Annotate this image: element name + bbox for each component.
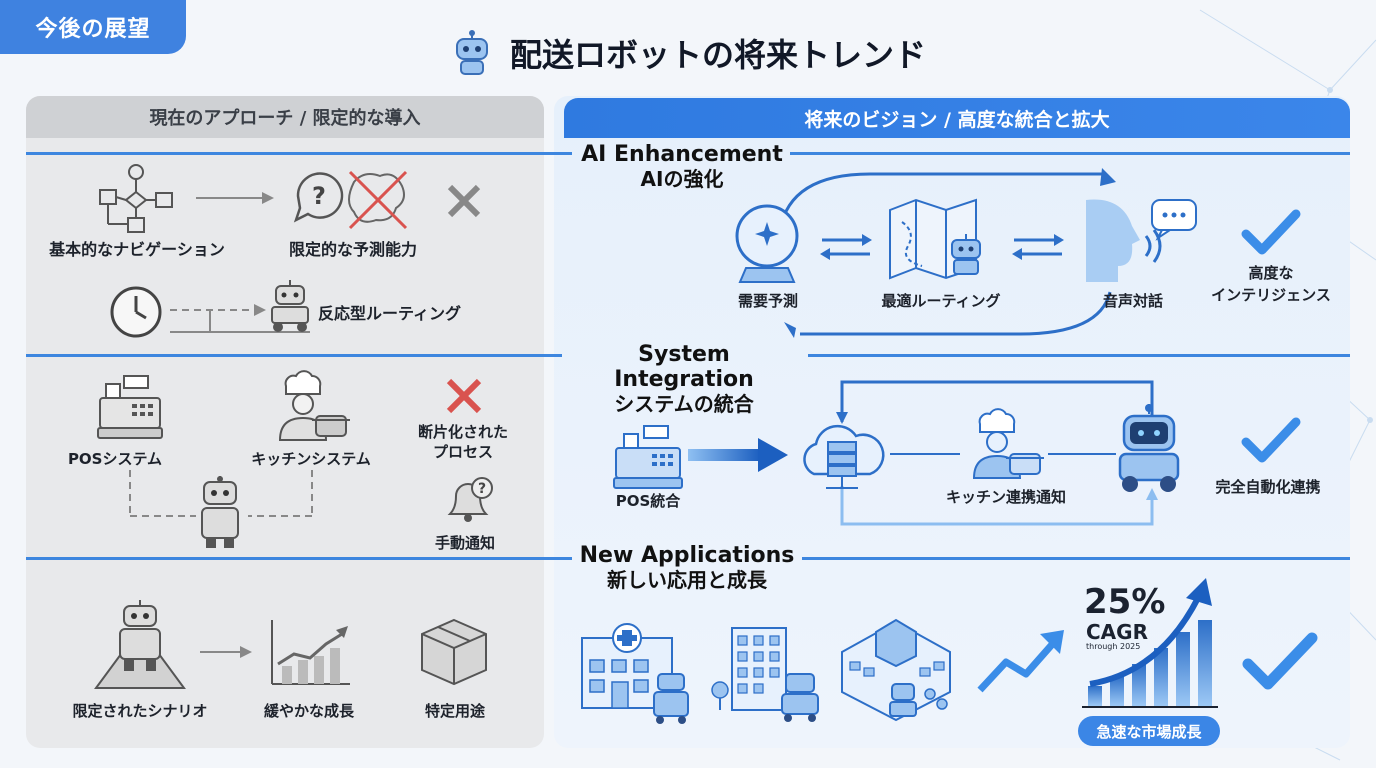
robot-icon [201,476,239,548]
check-icon [1242,632,1318,690]
bell-icon: ? [447,477,493,522]
deny-x-icon [447,184,481,218]
label-kitchen-system: キッチンシステム [251,450,371,468]
label-advanced-intelligence: 高度な インテリジェンス [1211,264,1331,304]
divider-line [26,152,572,155]
label-specific-use: 特定用途 [424,702,485,720]
trend-arrow-icon [977,630,1064,693]
arrow-icon [200,646,252,658]
dashed-connector [129,470,313,517]
left-panel-header: 現在のアプローチ / 限定的な導入 [26,96,544,138]
voice-dialog-icon [1086,199,1197,282]
label-basic-navigation: 基本的なナビゲーション [49,240,225,259]
divider-line [26,557,572,560]
label-fragmented-process: 断片化された プロセス [417,423,508,461]
system-loop-arrows [836,380,1158,526]
package-box-icon [421,618,487,686]
cagr-value: 25% [1084,582,1166,622]
robot-icon [455,30,488,75]
robot-icon [1118,404,1180,492]
right-panel [554,96,1350,748]
label-pos-system: POSシステム [67,450,163,468]
bidirectional-arrow-icon [820,234,872,260]
label-reactive-routing: 反応型ルーティング [318,304,462,323]
label-optimal-routing: 最適ルーティング [881,292,1001,310]
chef-icon [278,370,350,441]
pos-register-icon [97,375,163,439]
section-ai-title: AI Enhancement AIの強化 [581,142,783,191]
flow-arrow-icon [688,438,788,472]
svg-text:?: ? [478,481,486,497]
right-panel-header: 将来のビジョン / 高度な統合と拡大 [564,98,1350,138]
market-growth-badge: 急速な市場成長 [1078,716,1220,746]
question-brain-crossed-icon: ? [293,170,408,230]
check-icon [1241,209,1301,255]
chef-icon [972,408,1044,479]
market-growth-chart [1082,578,1218,708]
crystal-ball-icon [735,204,799,283]
divider-line [26,354,562,357]
cloud-server-icon [803,424,885,489]
label-limited-prediction: 限定的な予測能力 [288,240,417,259]
divider-line [802,557,1350,560]
cagr-through: through 2025 [1086,642,1141,651]
cagr-label: CAGR [1086,620,1148,644]
office-building-robot-icon [711,627,819,722]
label-full-automation: 完全自動化連携 [1215,478,1321,496]
deny-x-icon [446,378,482,414]
label-pos-integration: POS統合 [615,492,681,510]
section-apps-title: New Applications 新しい応用と成長 [579,543,795,592]
check-icon [1241,417,1301,463]
label-demand-forecast: 需要予測 [737,292,798,310]
robot-cart-icon [271,280,309,332]
section-badge: 今後の展望 [0,0,186,54]
robot-road-icon [94,600,186,689]
label-slow-growth: 緩やかな成長 [263,702,354,720]
label-limited-scenario: 限定されたシナリオ [72,702,208,720]
page-title: 配送ロボットの将来トレンド [509,36,926,74]
label-kitchen-notify: キッチン連携通知 [945,488,1066,506]
label-manual-notification: 手動通知 [434,534,495,552]
flowchart-icon [99,164,173,233]
route-map-robot-icon [889,198,981,280]
reactive-path-icon [170,304,310,333]
campus-robot-icon [841,618,951,722]
divider-line [808,354,1350,357]
bidirectional-arrow-icon [1012,234,1064,260]
section-system-title: System Integration システムの統合 [614,342,754,416]
svg-text:?: ? [312,182,326,210]
connector-line [890,453,1116,455]
slow-growth-chart-icon [271,620,350,685]
arrow-icon [196,192,274,204]
label-voice-dialog: 音声対話 [1102,292,1163,310]
hospital-robot-icon [581,623,689,724]
page-title-group: 配送ロボットの将来トレンド [0,30,1376,76]
clock-icon [110,286,162,338]
pos-register-icon [613,425,683,489]
divider-line [790,152,1350,155]
